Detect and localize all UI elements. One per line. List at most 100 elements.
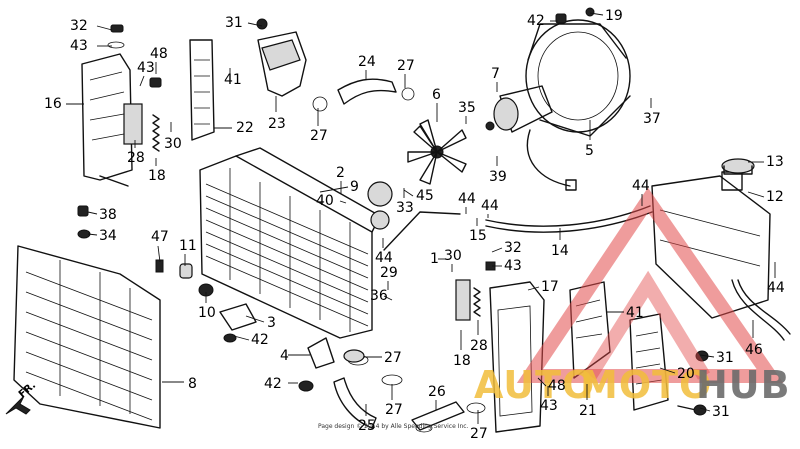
leader-line	[139, 75, 145, 87]
part-number-label: 38	[99, 207, 117, 223]
part-number-label: 27	[397, 58, 415, 74]
leader-line	[157, 245, 161, 263]
part-callout-44: 44	[375, 238, 393, 266]
part-number-label: 42	[527, 13, 545, 29]
part-callout-9: 9	[319, 179, 359, 195]
leader-line	[699, 354, 715, 358]
part-number-label: 29	[380, 265, 398, 281]
part-number-label: 27	[470, 426, 488, 442]
part-callout-44: 44	[481, 198, 499, 218]
part-number-label: 44	[375, 250, 393, 266]
left-shroud-16	[81, 53, 143, 187]
part-callout-21: 21	[579, 384, 597, 419]
part-callout-15: 15	[469, 218, 487, 244]
part-number-label: 14	[551, 243, 569, 259]
part-number-label: 36	[370, 288, 388, 304]
stay-3-and-4	[219, 303, 365, 392]
part-number-label: 42	[264, 376, 282, 392]
part-callout-28: 28	[127, 140, 145, 166]
part-callout-44: 44	[632, 178, 650, 206]
part-callout-42: 42	[264, 376, 298, 392]
mount-hardware-47-11-10	[155, 259, 214, 297]
part-callout-41: 41	[606, 305, 644, 321]
part-number-label: 48	[150, 46, 168, 62]
part-number-label: 27	[385, 402, 403, 418]
part-number-label: 2	[336, 165, 345, 181]
leader-line	[87, 233, 98, 236]
watermark-word-moto: MOTO	[580, 363, 712, 407]
spring-clip-18-right	[455, 261, 496, 321]
part-callout-44: 44	[767, 262, 785, 296]
part-number-label: 31	[716, 350, 734, 366]
part-number-label: 28	[127, 150, 145, 166]
part-number-label: 43	[70, 38, 88, 54]
part-number-label: 44	[458, 191, 476, 207]
leader-line	[383, 295, 393, 301]
leader-line	[747, 191, 765, 198]
part-number-label: 18	[453, 353, 471, 369]
part-callout-31: 31	[699, 350, 734, 366]
part-callout-37: 37	[643, 98, 661, 127]
part-callout-20: 20	[659, 366, 695, 382]
part-callout-43: 43	[137, 60, 155, 87]
leader-line	[699, 407, 711, 412]
leader-line	[339, 200, 347, 204]
part-callout-35: 35	[458, 100, 476, 124]
part-number-label: 45	[416, 188, 434, 204]
tank-cap-13	[721, 158, 755, 175]
part-number-label: 10	[198, 305, 216, 321]
part-callout-24: 24	[358, 54, 376, 80]
part-number-label: 21	[579, 403, 597, 419]
part-number-label: 44	[481, 198, 499, 214]
part-callout-16: 16	[44, 96, 84, 112]
part-callout-6: 6	[432, 87, 441, 122]
part-callout-30: 30	[444, 248, 462, 272]
part-callout-30: 30	[164, 122, 182, 152]
part-number-label: 18	[148, 168, 166, 184]
part-number-label: 8	[188, 376, 197, 392]
part-callout-17: 17	[527, 279, 559, 295]
part-callout-39: 39	[489, 156, 507, 185]
part-number-label: 44	[632, 178, 650, 194]
leader-line	[319, 186, 349, 193]
part-number-label: 37	[643, 111, 661, 127]
part-number-label: 17	[541, 279, 559, 295]
part-number-label: 19	[605, 8, 623, 24]
leader-line	[233, 335, 250, 341]
part-callout-18: 18	[148, 158, 166, 184]
leader-line	[247, 22, 263, 27]
part-number-label: 28	[470, 338, 488, 354]
part-callout-29: 29	[380, 265, 398, 290]
watermark-logo: AUTO MOTO HUB	[474, 187, 790, 407]
part-number-label: 26	[428, 384, 446, 400]
front-arrow-icon	[5, 395, 31, 415]
part-callout-1: 1	[430, 251, 446, 267]
part-number-label: 24	[358, 54, 376, 70]
part-callout-43: 43	[540, 386, 558, 414]
part-callout-32: 32	[70, 18, 113, 34]
leader-line	[659, 367, 676, 374]
part-callout-27: 27	[397, 58, 415, 88]
part-callout-23: 23	[268, 96, 286, 132]
part-callout-42: 42	[527, 13, 558, 29]
part-callout-33: 33	[396, 188, 414, 216]
part-number-label: 31	[712, 404, 730, 420]
part-number-label: 34	[99, 228, 117, 244]
part-callout-28: 28	[470, 320, 488, 354]
watermark-word-auto: AUTO	[474, 363, 595, 407]
leader-line	[537, 377, 547, 387]
side-bracket-22	[189, 39, 215, 141]
part-number-label: 27	[384, 350, 402, 366]
part-number-label: 1	[430, 251, 439, 267]
front-label: FR.	[17, 380, 38, 400]
part-callout-5: 5	[585, 120, 594, 159]
part-number-label: 47	[151, 229, 169, 245]
part-callout-4: 4	[280, 348, 310, 364]
part-number-label: 22	[236, 120, 254, 136]
part-number-label: 13	[766, 154, 784, 170]
part-callout-12: 12	[747, 189, 784, 205]
part-callout-7: 7	[491, 66, 500, 92]
air-duct-23	[256, 18, 307, 97]
part-number-label: 31	[225, 15, 243, 31]
